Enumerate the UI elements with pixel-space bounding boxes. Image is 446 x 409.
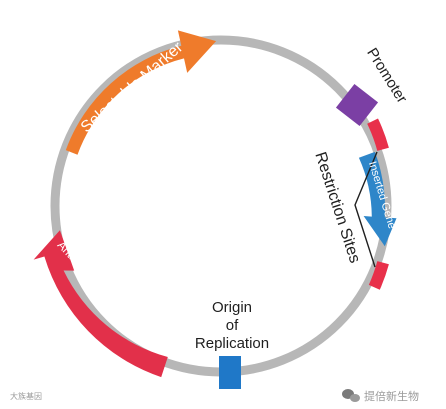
wechat-icon bbox=[342, 389, 360, 402]
promoter-block bbox=[335, 83, 379, 127]
selectable-marker-arrow bbox=[65, 30, 217, 155]
antibiotic-resistance-arrow bbox=[33, 230, 168, 378]
origin-label-line1: Origin bbox=[212, 299, 252, 316]
origin-label-line2: of bbox=[226, 317, 239, 334]
watermark-bottom-right: 提倍新生物 bbox=[364, 389, 419, 403]
restriction-sites-bracket bbox=[354, 151, 378, 268]
origin-block bbox=[219, 356, 241, 389]
inserted-gene-arrow bbox=[358, 151, 397, 247]
restriction-site-upper bbox=[367, 118, 389, 151]
origin-label-line3: Replication bbox=[195, 335, 269, 352]
selectable-marker-label: Selectable Marker bbox=[78, 38, 187, 136]
watermark-bottom-left: 大族基因 bbox=[10, 391, 42, 401]
restriction-site-lower bbox=[368, 261, 389, 290]
